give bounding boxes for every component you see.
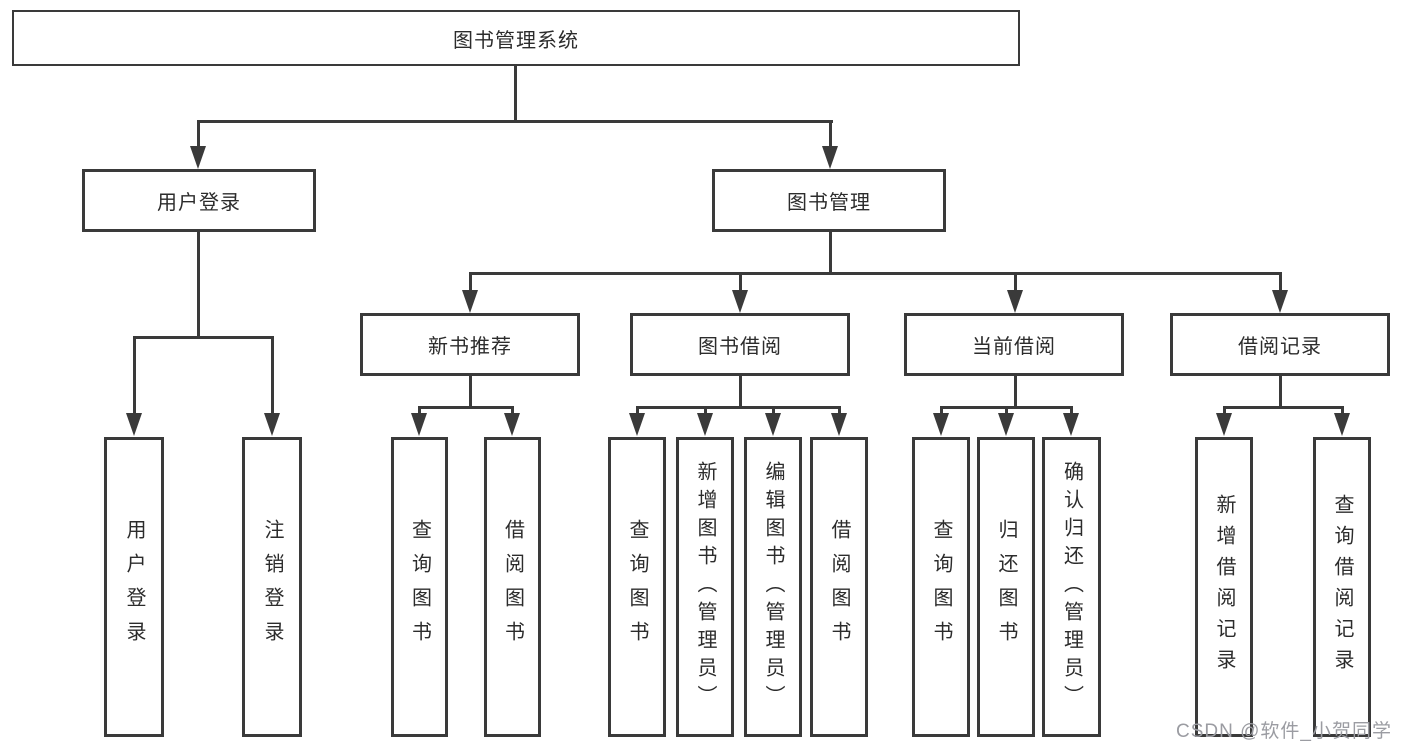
tree-line — [197, 230, 200, 338]
leaf-confirm-return-admin: 确认归还（管理员） — [1042, 437, 1101, 737]
arrow-down — [190, 146, 206, 169]
tree-line — [739, 272, 742, 292]
node-new-book-recommend-label: 新书推荐 — [428, 336, 512, 358]
arrow-down — [629, 413, 645, 436]
tree-line — [418, 406, 421, 416]
arrow-down — [1334, 413, 1350, 436]
tree-line — [1005, 406, 1008, 416]
node-book-borrow-label: 图书借阅 — [698, 336, 782, 358]
leaf-query-books-current: 查询图书 — [912, 437, 970, 737]
node-borrow-records-label: 借阅记录 — [1238, 336, 1322, 358]
tree-line — [829, 230, 832, 274]
tree-line — [1014, 272, 1017, 292]
tree-line — [704, 406, 707, 416]
tree-line — [838, 406, 841, 416]
tree-line — [636, 406, 840, 409]
arrow-down — [1063, 413, 1079, 436]
leaf-query-books-borrow-label: 查询图书 — [626, 519, 648, 655]
leaf-query-borrow-record-label: 查询借阅记录 — [1331, 494, 1353, 680]
leaf-add-book-admin: 新增图书（管理员） — [676, 437, 734, 737]
arrow-down — [504, 413, 520, 436]
leaf-borrow-books-recommend-label: 借阅图书 — [501, 519, 524, 655]
node-current-borrow-label: 当前借阅 — [972, 336, 1056, 358]
tree-line — [511, 406, 514, 416]
node-library-system: 图书管理系统 — [12, 10, 1020, 66]
leaf-query-books-recommend-label: 查询图书 — [408, 519, 431, 655]
leaf-logout: 注销登录 — [242, 437, 302, 737]
tree-line — [1279, 272, 1282, 292]
leaf-return-book: 归还图书 — [977, 437, 1035, 737]
tree-line — [940, 406, 943, 416]
node-book-management: 图书管理 — [712, 169, 946, 232]
node-user-login: 用户登录 — [82, 169, 316, 232]
tree-line — [469, 272, 472, 292]
leaf-query-books-borrow: 查询图书 — [608, 437, 666, 737]
leaf-query-books-current-label: 查询图书 — [930, 519, 952, 655]
tree-line — [829, 120, 832, 149]
tree-line — [1014, 374, 1017, 408]
tree-line — [1223, 406, 1343, 409]
arrow-down — [126, 413, 142, 436]
leaf-query-borrow-record: 查询借阅记录 — [1313, 437, 1371, 737]
leaf-add-book-admin-label: 新增图书（管理员） — [694, 461, 716, 713]
arrow-down — [1216, 413, 1232, 436]
leaf-confirm-return-admin-label: 确认归还（管理员） — [1060, 461, 1083, 713]
node-book-borrow: 图书借阅 — [630, 313, 850, 376]
tree-line — [739, 374, 742, 408]
tree-line — [133, 336, 136, 416]
arrow-down — [697, 413, 713, 436]
node-user-login-label: 用户登录 — [157, 192, 241, 214]
arrow-down — [933, 413, 949, 436]
tree-line — [1223, 406, 1226, 416]
tree-line — [469, 272, 1282, 275]
arrow-down — [1007, 290, 1023, 313]
node-current-borrow: 当前借阅 — [904, 313, 1124, 376]
arrow-down — [1272, 290, 1288, 313]
arrow-down — [765, 413, 781, 436]
leaf-user-login-label: 用户登录 — [123, 519, 145, 655]
tree-line — [1279, 374, 1282, 408]
leaf-add-borrow-record: 新增借阅记录 — [1195, 437, 1253, 737]
leaf-edit-book-admin-label: 编辑图书（管理员） — [762, 461, 784, 713]
tree-line — [133, 336, 274, 339]
leaf-return-book-label: 归还图书 — [995, 519, 1017, 655]
tree-line — [271, 336, 274, 416]
node-borrow-records: 借阅记录 — [1170, 313, 1390, 376]
tree-line — [514, 64, 517, 122]
leaf-borrow-books-label: 借阅图书 — [828, 519, 850, 655]
arrow-down — [998, 413, 1014, 436]
leaf-user-login: 用户登录 — [104, 437, 164, 737]
node-book-management-label: 图书管理 — [787, 192, 871, 214]
tree-line — [469, 374, 472, 408]
leaf-borrow-books-recommend: 借阅图书 — [484, 437, 541, 737]
csdn-watermark: CSDN @软件_小贺同学 — [1176, 721, 1392, 742]
arrow-down — [264, 413, 280, 436]
leaf-borrow-books: 借阅图书 — [810, 437, 868, 737]
tree-line — [197, 120, 200, 149]
node-new-book-recommend: 新书推荐 — [360, 313, 580, 376]
arrow-down — [462, 290, 478, 313]
node-library-system-label: 图书管理系统 — [453, 29, 579, 52]
tree-line — [1070, 406, 1073, 416]
arrow-down — [831, 413, 847, 436]
leaf-edit-book-admin: 编辑图书（管理员） — [744, 437, 802, 737]
tree-line — [418, 406, 514, 409]
tree-line — [197, 120, 833, 123]
arrow-down — [411, 413, 427, 436]
leaf-logout-label: 注销登录 — [261, 519, 283, 655]
leaf-add-borrow-record-label: 新增借阅记录 — [1213, 494, 1235, 680]
tree-line — [636, 406, 639, 416]
arrow-down — [732, 290, 748, 313]
tree-line — [772, 406, 775, 416]
arrow-down — [822, 146, 838, 169]
tree-line — [1341, 406, 1344, 416]
leaf-query-books-recommend: 查询图书 — [391, 437, 448, 737]
